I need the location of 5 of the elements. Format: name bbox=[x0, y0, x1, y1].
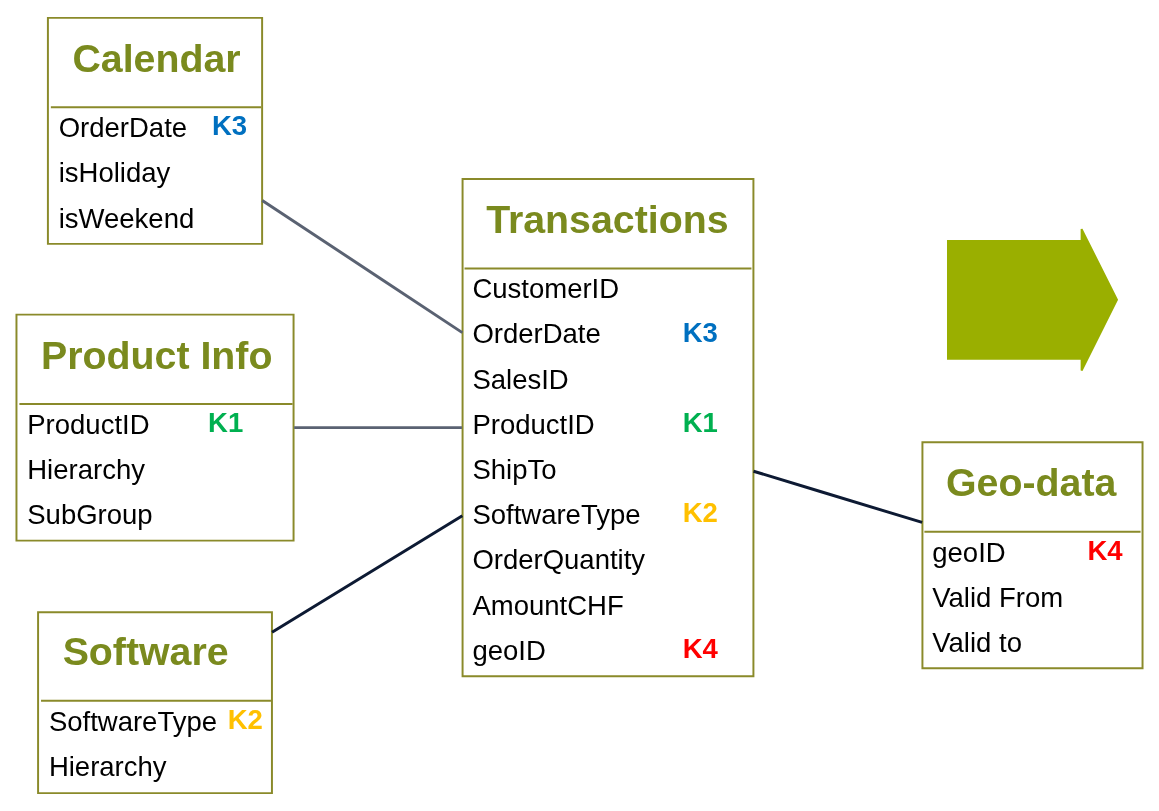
node-arrow bbox=[947, 228, 1119, 372]
connector bbox=[261, 199, 464, 334]
connector bbox=[294, 426, 462, 430]
connector bbox=[271, 514, 464, 634]
connector bbox=[753, 469, 923, 524]
